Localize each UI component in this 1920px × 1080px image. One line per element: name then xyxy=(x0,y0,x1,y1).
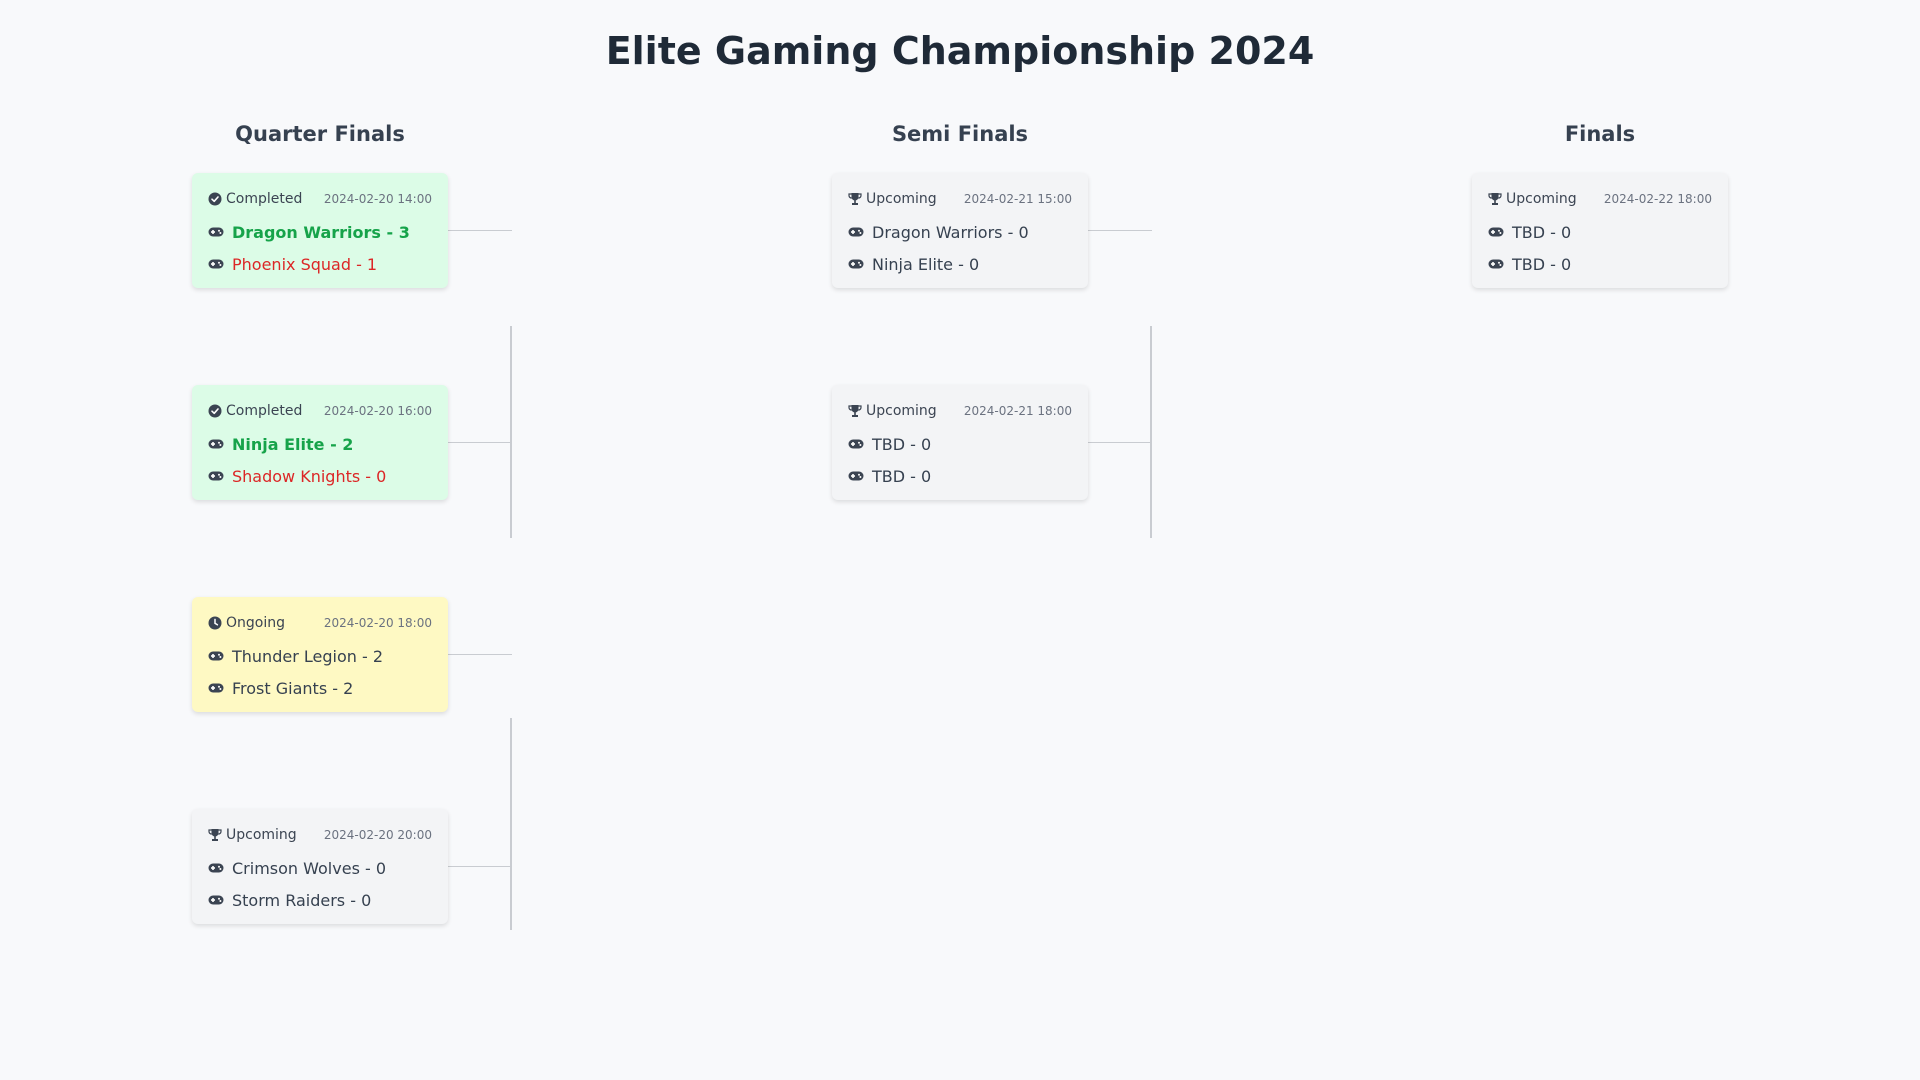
trophy-icon xyxy=(1488,192,1502,206)
match-time: 2024-02-20 14:00 xyxy=(323,192,432,206)
match-status: Upcoming xyxy=(208,827,297,843)
match-header: Completed 2024-02-20 16:00 xyxy=(208,401,432,421)
team-name: Frost Giants - 2 xyxy=(232,678,354,698)
connector-line xyxy=(510,326,512,538)
match-header: Upcoming 2024-02-21 18:00 xyxy=(848,401,1072,421)
team-row: Thunder Legion - 2 xyxy=(208,644,432,668)
match-status-label: Ongoing xyxy=(226,615,285,631)
connector-line xyxy=(1150,326,1152,538)
match-header: Completed 2024-02-20 14:00 xyxy=(208,189,432,209)
match-status: Completed xyxy=(208,403,302,419)
team-name: Shadow Knights - 0 xyxy=(232,466,387,486)
gamepad-icon xyxy=(208,439,224,449)
team-name: Dragon Warriors - 3 xyxy=(232,222,410,242)
team-name: Phoenix Squad - 1 xyxy=(232,254,378,274)
match-time: 2024-02-20 20:00 xyxy=(323,828,432,842)
gamepad-icon xyxy=(208,259,224,269)
match-card[interactable]: Upcoming 2024-02-21 15:00 Dragon Warrior… xyxy=(832,173,1088,288)
match-header: Ongoing 2024-02-20 18:00 xyxy=(208,613,432,633)
round-title-quarter-finals: Quarter Finals xyxy=(235,122,405,146)
team-row: Storm Raiders - 0 xyxy=(208,888,432,912)
match-header: Upcoming 2024-02-22 18:00 xyxy=(1488,189,1712,209)
match-status: Ongoing xyxy=(208,615,285,631)
match-card[interactable]: Upcoming 2024-02-22 18:00 TBD - 0 TBD - … xyxy=(1472,173,1728,288)
match-card[interactable]: Completed 2024-02-20 16:00 Ninja Elite -… xyxy=(192,385,448,500)
team-row: Dragon Warriors - 3 xyxy=(208,220,432,244)
match-status: Completed xyxy=(208,191,302,207)
match-status: Upcoming xyxy=(848,191,937,207)
gamepad-icon xyxy=(1488,259,1504,269)
connector-line xyxy=(448,230,512,231)
clock-icon xyxy=(208,616,222,630)
match-status-label: Upcoming xyxy=(866,403,937,419)
check-circle-icon xyxy=(208,404,222,418)
trophy-icon xyxy=(208,828,222,842)
gamepad-icon xyxy=(848,259,864,269)
match-status-label: Completed xyxy=(226,403,303,419)
match-header: Upcoming 2024-02-20 20:00 xyxy=(208,825,432,845)
team-row: Crimson Wolves - 0 xyxy=(208,856,432,880)
team-name: TBD - 0 xyxy=(872,466,932,486)
team-row: Shadow Knights - 0 xyxy=(208,464,432,488)
match-status-label: Upcoming xyxy=(1506,191,1577,207)
match-status-label: Upcoming xyxy=(866,191,937,207)
match-time: 2024-02-21 15:00 xyxy=(963,192,1072,206)
gamepad-icon xyxy=(208,227,224,237)
match-status-label: Completed xyxy=(226,191,303,207)
gamepad-icon xyxy=(848,439,864,449)
match-card[interactable]: Upcoming 2024-02-21 18:00 TBD - 0 TBD - … xyxy=(832,385,1088,500)
gamepad-icon xyxy=(1488,227,1504,237)
team-name: Storm Raiders - 0 xyxy=(232,890,372,910)
round-title-finals: Finals xyxy=(1564,122,1636,146)
gamepad-icon xyxy=(208,863,224,873)
match-card[interactable]: Upcoming 2024-02-20 20:00 Crimson Wolves… xyxy=(192,809,448,924)
gamepad-icon xyxy=(848,471,864,481)
team-name: Dragon Warriors - 0 xyxy=(872,222,1029,242)
team-name: TBD - 0 xyxy=(872,434,932,454)
match-time: 2024-02-22 18:00 xyxy=(1603,192,1712,206)
round-title-semi-finals: Semi Finals xyxy=(891,122,1029,146)
team-name: TBD - 0 xyxy=(1512,254,1572,274)
match-card[interactable]: Completed 2024-02-20 14:00 Dragon Warrio… xyxy=(192,173,448,288)
team-row: TBD - 0 xyxy=(848,432,1072,456)
team-name: TBD - 0 xyxy=(1512,222,1572,242)
match-status: Upcoming xyxy=(848,403,937,419)
connector-line xyxy=(448,442,512,443)
team-row: Ninja Elite - 2 xyxy=(208,432,432,456)
team-row: TBD - 0 xyxy=(1488,252,1712,276)
connector-line xyxy=(1088,442,1152,443)
team-row: Dragon Warriors - 0 xyxy=(848,220,1072,244)
team-row: TBD - 0 xyxy=(848,464,1072,488)
team-name: Thunder Legion - 2 xyxy=(232,646,383,666)
gamepad-icon xyxy=(208,651,224,661)
team-name: Crimson Wolves - 0 xyxy=(232,858,387,878)
connector-line xyxy=(448,654,512,655)
match-time: 2024-02-20 16:00 xyxy=(323,404,432,418)
team-row: Frost Giants - 2 xyxy=(208,676,432,700)
connector-line xyxy=(1088,230,1152,231)
match-status: Upcoming xyxy=(1488,191,1577,207)
match-status-label: Upcoming xyxy=(226,827,297,843)
match-card[interactable]: Ongoing 2024-02-20 18:00 Thunder Legion … xyxy=(192,597,448,712)
gamepad-icon xyxy=(848,227,864,237)
connector-line xyxy=(448,866,512,867)
match-time: 2024-02-21 18:00 xyxy=(963,404,1072,418)
team-row: Ninja Elite - 0 xyxy=(848,252,1072,276)
page-title: Elite Gaming Championship 2024 xyxy=(605,29,1315,73)
connector-line xyxy=(510,718,512,930)
gamepad-icon xyxy=(208,683,224,693)
team-name: Ninja Elite - 0 xyxy=(872,254,980,274)
check-circle-icon xyxy=(208,192,222,206)
team-row: TBD - 0 xyxy=(1488,220,1712,244)
gamepad-icon xyxy=(208,471,224,481)
match-time: 2024-02-20 18:00 xyxy=(323,616,432,630)
team-row: Phoenix Squad - 1 xyxy=(208,252,432,276)
trophy-icon xyxy=(848,404,862,418)
trophy-icon xyxy=(848,192,862,206)
team-name: Ninja Elite - 2 xyxy=(232,434,354,454)
gamepad-icon xyxy=(208,895,224,905)
match-header: Upcoming 2024-02-21 15:00 xyxy=(848,189,1072,209)
